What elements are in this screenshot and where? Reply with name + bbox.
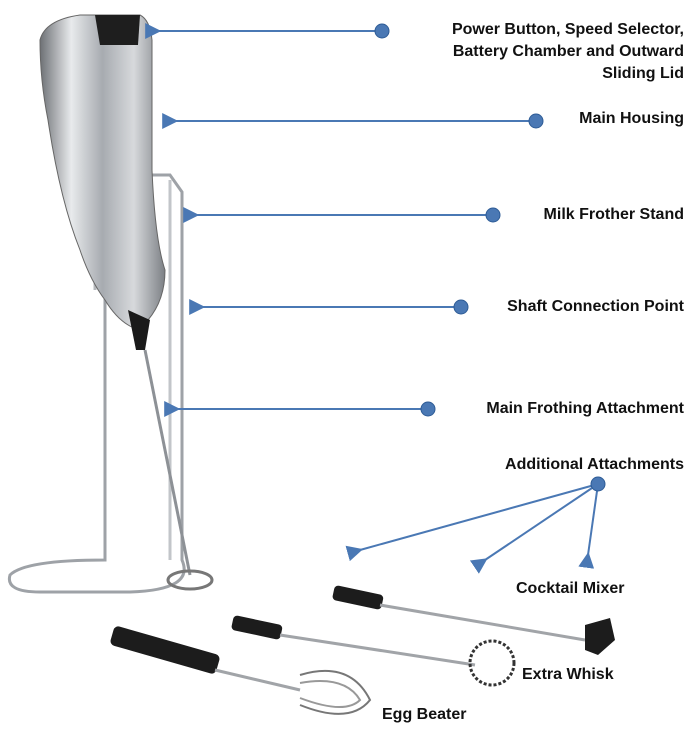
extra-whisk-attachment xyxy=(231,615,516,687)
label-egg: Egg Beater xyxy=(382,706,467,723)
main-housing xyxy=(39,14,166,350)
leader-additional-2 xyxy=(469,483,599,574)
leader-additional-1 xyxy=(345,483,599,562)
leader-dot-additional xyxy=(590,476,606,492)
leader-dot-frothing xyxy=(420,401,436,417)
label-frothing: Main Frothing Attachment xyxy=(486,400,684,417)
power-button-panel xyxy=(95,15,140,45)
label-additional: Additional Attachments xyxy=(505,456,684,473)
label-whisk: Extra Whisk xyxy=(522,666,614,683)
leader-dot-housing xyxy=(528,113,544,129)
egg-beater-attachment xyxy=(110,626,372,715)
label-housing: Main Housing xyxy=(579,110,684,127)
leader-dot-stand xyxy=(485,207,501,223)
leader-dot-power xyxy=(374,23,390,39)
cocktail-mixer-attachment xyxy=(332,585,615,655)
label-power-line3: Sliding Lid xyxy=(602,65,684,82)
leader-additional-3 xyxy=(578,483,599,569)
shaft-connection-collar xyxy=(128,310,150,350)
leader-lines xyxy=(145,23,606,574)
label-cocktail: Cocktail Mixer xyxy=(516,580,625,597)
frothing-whisk-coil xyxy=(166,569,214,591)
label-power-line1: Power Button, Speed Selector, xyxy=(451,21,684,38)
frothing-shaft xyxy=(143,349,214,591)
label-stand: Milk Frother Stand xyxy=(543,206,684,223)
label-power-line2: Battery Chamber and Outward xyxy=(452,43,684,60)
leader-dot-shaft xyxy=(453,299,469,315)
label-power: Power Button, Speed Selector, Battery Ch… xyxy=(400,19,684,85)
label-shaft: Shaft Connection Point xyxy=(507,298,684,315)
